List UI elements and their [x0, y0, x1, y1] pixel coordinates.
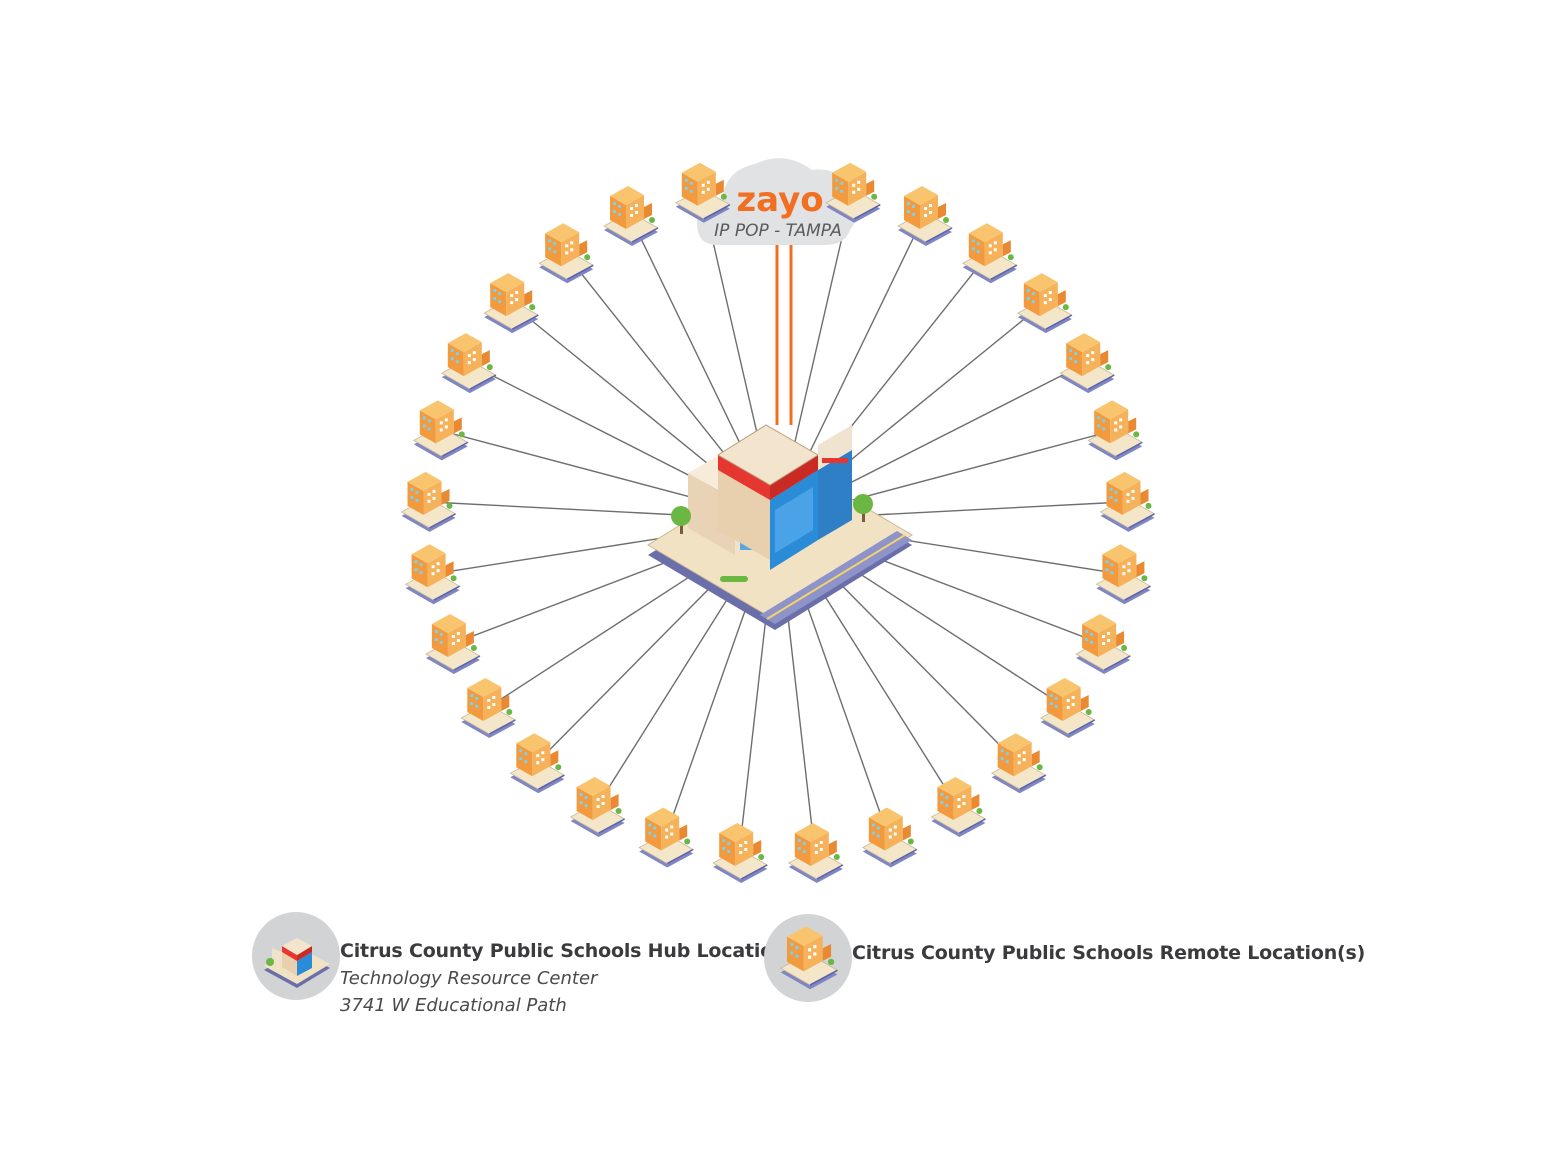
remote-school-building [962, 222, 1018, 285]
cloud-label: IP POP - TAMPA [714, 221, 842, 241]
remote-school-building [1099, 471, 1156, 533]
remote-school-building [712, 822, 768, 884]
remote-school-building [1095, 543, 1152, 605]
remote-school-building [569, 776, 626, 838]
remote-school-building [788, 822, 844, 884]
remote-school-building [400, 471, 457, 533]
remote-school-building [1017, 272, 1073, 334]
remote-school-building [897, 185, 953, 247]
remote-school-building [1039, 677, 1096, 739]
remote-school-building [413, 399, 469, 462]
hub-legend-line2: 3741 W Educational Path [340, 995, 567, 1016]
hub-legend-line1: Technology Resource Center [340, 968, 598, 989]
hub-building [647, 424, 913, 630]
remote-legend-title: Citrus County Public Schools Remote Loca… [852, 942, 1366, 964]
remote-school-building [603, 185, 659, 247]
remote-school-building [483, 272, 539, 334]
remote-school-building [862, 806, 918, 869]
hub-legend-title: Citrus County Public Schools Hub Locatio… [340, 940, 787, 962]
remote-school-building [425, 613, 481, 675]
zayo-cloud: zayo IP POP - TAMPA [696, 158, 858, 245]
zayo-logo: zayo [736, 180, 823, 220]
remote-legend-icon [764, 914, 852, 1002]
remote-school-building [538, 222, 594, 285]
legend-hub: Citrus County Public Schools Hub Locatio… [252, 912, 787, 1016]
hub-legend-icon [252, 912, 340, 1000]
remote-school-building [1075, 613, 1131, 675]
remote-school-building [638, 806, 694, 869]
remote-school-building [441, 332, 497, 394]
remote-school-building [990, 732, 1047, 794]
remote-school-building [460, 677, 517, 739]
remote-school-building [1059, 332, 1115, 394]
remote-school-building [404, 543, 461, 605]
legend-remote: Citrus County Public Schools Remote Loca… [764, 914, 1365, 1002]
remote-school-building [1087, 399, 1143, 462]
remote-school-building [930, 776, 987, 838]
